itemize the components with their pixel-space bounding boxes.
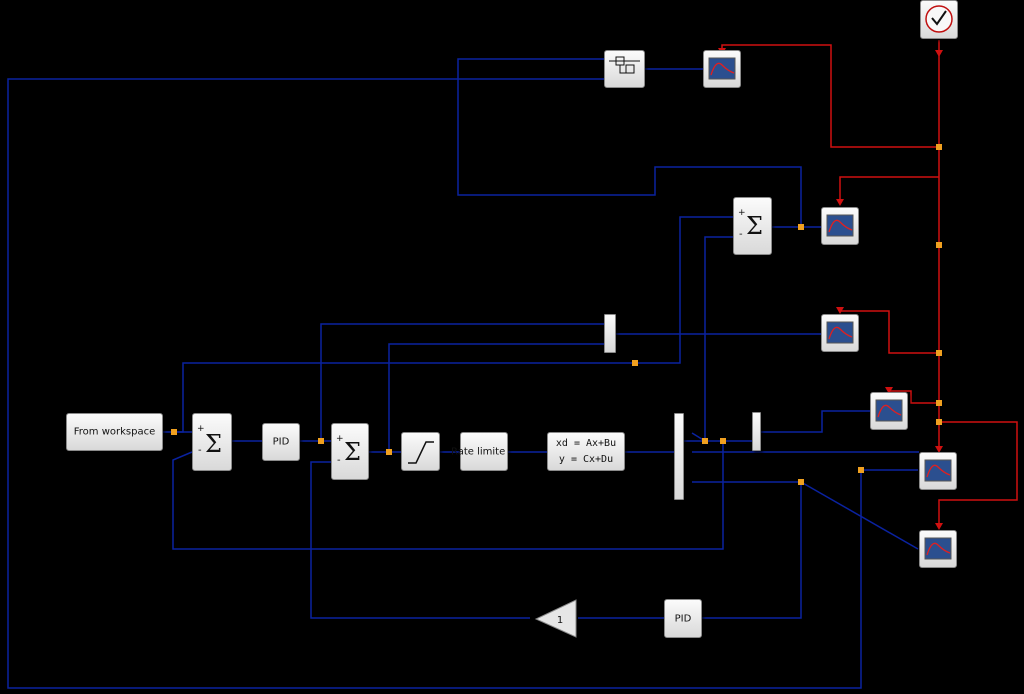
sigma-icon: Σ xyxy=(344,438,361,466)
link-mux2-scope xyxy=(761,410,870,433)
link-demux-out3 xyxy=(692,481,802,619)
pid-feedback-block[interactable]: PID xyxy=(664,599,702,638)
scope-icon xyxy=(875,399,903,422)
event-arrow xyxy=(935,523,943,530)
scope-demux[interactable] xyxy=(919,530,957,568)
link-gain-sum2 xyxy=(310,461,530,619)
split-point xyxy=(720,438,726,444)
event-arrow xyxy=(836,307,844,314)
scope-icon xyxy=(924,459,952,482)
scope-sum3[interactable] xyxy=(821,207,859,245)
event-arrow xyxy=(885,387,893,394)
event-arrow xyxy=(935,446,943,453)
split-points xyxy=(171,144,942,485)
split-point xyxy=(936,419,942,425)
saturation-block[interactable] xyxy=(401,432,440,471)
event-to-sum3-scope xyxy=(839,176,939,202)
link-fw-up xyxy=(174,362,635,433)
from-workspace-block[interactable]: From workspace xyxy=(66,413,163,451)
link-demux-loop xyxy=(172,441,724,550)
event-arrow xyxy=(836,199,844,206)
sum-block-3[interactable]: + Σ - xyxy=(733,197,772,255)
sigma-icon: Σ xyxy=(205,430,222,458)
event-to-delay-scope xyxy=(721,44,939,148)
sum-plus-sign: + xyxy=(738,208,746,218)
pid-feedback-label: PID xyxy=(674,613,692,624)
rate-limiter-label: Rate limiter xyxy=(451,446,506,457)
split-point xyxy=(702,438,708,444)
sum-minus-sign: - xyxy=(337,455,341,466)
scope-mux2[interactable] xyxy=(870,392,908,430)
split-point xyxy=(936,144,942,150)
pid-label: PID xyxy=(272,436,290,448)
delay-block[interactable] xyxy=(604,50,645,88)
state-space-eq2: y = Cx+Du xyxy=(558,454,614,465)
pid-block[interactable]: PID xyxy=(262,423,300,461)
state-space-block[interactable]: xd = Ax+Bu y = Cx+Du xyxy=(547,432,625,471)
rate-limiter-block[interactable]: Rate limiter xyxy=(451,432,508,471)
split-point xyxy=(936,400,942,406)
scope-icon xyxy=(826,321,854,344)
scope-icon xyxy=(708,57,736,80)
link-demux-diag xyxy=(800,481,919,550)
split-point xyxy=(632,360,638,366)
signal-links xyxy=(7,58,919,689)
split-point xyxy=(798,479,804,485)
gain-value: 1 xyxy=(557,615,563,626)
sum-minus-sign: - xyxy=(198,445,202,456)
split-point xyxy=(318,438,324,444)
event-to-demux-scope xyxy=(938,421,1018,527)
clock-icon xyxy=(925,5,953,33)
scope-icon xyxy=(826,214,854,237)
sum-plus-sign: + xyxy=(336,434,344,444)
state-space-eq1: xd = Ax+Bu xyxy=(555,438,617,449)
split-point xyxy=(936,242,942,248)
link-pid-up xyxy=(320,323,604,441)
clock-block[interactable] xyxy=(920,0,958,39)
link-demux-out1b xyxy=(691,236,733,443)
sigma-icon: Σ xyxy=(746,212,763,240)
scope-outer-loop[interactable] xyxy=(919,452,957,490)
mux-block[interactable] xyxy=(604,314,616,353)
sum-minus-sign: - xyxy=(739,229,743,240)
link-outer-loop xyxy=(7,78,918,689)
demux-block[interactable] xyxy=(674,413,684,500)
gain-block[interactable]: 1 xyxy=(530,599,578,639)
scope-icon xyxy=(924,537,952,560)
link-sat-up xyxy=(388,343,604,452)
mux-block-2[interactable] xyxy=(752,412,761,451)
split-point xyxy=(171,429,177,435)
scope-mux[interactable] xyxy=(821,314,859,352)
sum-block-1[interactable]: + Σ - xyxy=(192,413,232,471)
link-mux-split xyxy=(635,216,733,364)
event-arrow xyxy=(935,50,943,57)
sum-block-2[interactable]: + Σ - xyxy=(331,423,369,480)
sum-plus-sign: + xyxy=(197,424,205,434)
delay-icon xyxy=(609,56,640,74)
link-delay-loop xyxy=(457,58,802,227)
split-point xyxy=(858,467,864,473)
split-point xyxy=(936,350,942,356)
scope-delay[interactable] xyxy=(703,50,741,88)
from-workspace-label: From workspace xyxy=(73,426,156,438)
saturation-icon xyxy=(408,441,434,464)
split-point xyxy=(386,449,392,455)
event-to-mux2-scope xyxy=(889,390,939,404)
split-point xyxy=(798,224,804,230)
event-to-mux-scope xyxy=(840,310,939,354)
